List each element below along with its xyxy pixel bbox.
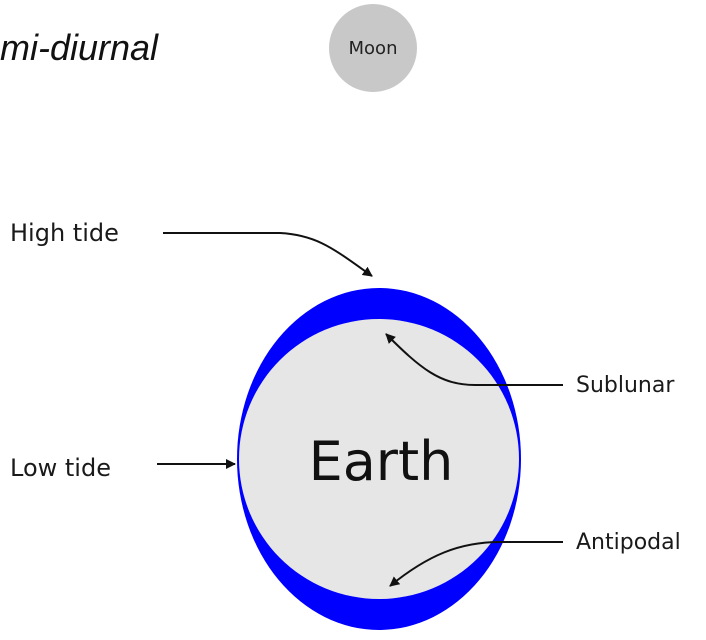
low-tide-label: Low tide (10, 454, 111, 482)
high-tide-label: High tide (10, 219, 119, 247)
earth-label: Earth (309, 430, 454, 493)
earth: Earth (239, 319, 519, 599)
diagram-title: mi-diurnal (0, 27, 159, 68)
high-tide-arrow (163, 233, 372, 276)
moon-label: Moon (349, 38, 398, 59)
sublunar-label: Sublunar (576, 373, 675, 398)
moon: Moon (329, 4, 417, 92)
antipodal-label: Antipodal (576, 530, 681, 555)
